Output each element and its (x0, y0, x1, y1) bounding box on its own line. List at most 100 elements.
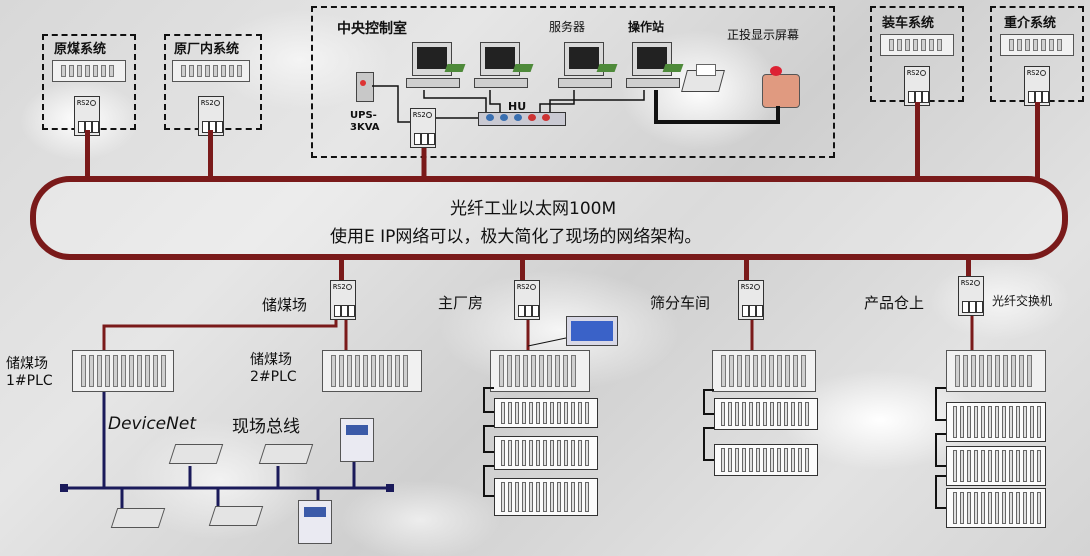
io-rack (714, 444, 818, 476)
hub-port-4 (528, 114, 536, 121)
io-slot (777, 448, 781, 472)
switch-port (414, 133, 421, 145)
rack-slot (161, 355, 166, 387)
control-room-title: 中央控制室 (337, 21, 407, 37)
io-slot (1002, 406, 1006, 438)
rack-slot (81, 355, 86, 387)
switch-label: RS2 (1027, 69, 1040, 77)
rack-slot (371, 355, 376, 387)
io-slot (960, 450, 964, 482)
io-slot (721, 402, 725, 426)
io-slot (960, 406, 964, 438)
io-slot (1037, 406, 1041, 438)
rack-slot (515, 355, 520, 387)
switch-storage: RS2 (330, 280, 356, 320)
switch-port (334, 305, 341, 317)
io-slot (770, 402, 774, 426)
rack-slot (1049, 39, 1054, 51)
io-slot (805, 402, 809, 426)
io-slot (967, 406, 971, 438)
rack-slot (801, 355, 806, 387)
io-slot (749, 448, 753, 472)
io-slot (988, 450, 992, 482)
operator-station-label: 操作站 (628, 20, 665, 34)
rack-slot (205, 65, 210, 77)
io-slot (974, 450, 978, 482)
plc-rack-product-silo (946, 350, 1046, 392)
switch-port (421, 133, 428, 145)
system-label-loading: 装车系统 (882, 16, 935, 31)
io-slot (536, 440, 540, 466)
site-label-screening: 筛分车间 (650, 294, 711, 312)
link-dense-medium (1035, 102, 1040, 180)
devicenet-label: DeviceNet (108, 414, 196, 434)
rack-slot (531, 355, 536, 387)
rack-slot (129, 355, 134, 387)
io-rack (494, 478, 598, 516)
link-storage (339, 258, 344, 282)
rack-slot (547, 355, 552, 387)
io-slot (791, 448, 795, 472)
plc-rack (172, 60, 250, 82)
io-slot (735, 402, 739, 426)
io-slot (501, 402, 505, 424)
io-slot (550, 440, 554, 466)
rack-slot (979, 355, 984, 387)
switch-factory: RS2 (198, 96, 224, 136)
switch-port (532, 305, 539, 317)
rack-slot (793, 355, 798, 387)
io-rack (946, 488, 1046, 528)
pc-1 (406, 42, 462, 90)
switch-port (962, 301, 969, 313)
system-label-raw-coal: 原煤系统 (54, 42, 107, 57)
io-slot (1002, 492, 1006, 524)
switch-port (92, 121, 99, 133)
backbone-title: 光纤工业以太网100M (450, 199, 617, 219)
pc-2 (474, 42, 530, 90)
rack-slot (507, 355, 512, 387)
switch-label: RS2 (907, 69, 920, 77)
switch-port (756, 305, 763, 317)
io-slot (1016, 406, 1020, 438)
rack-slot (89, 355, 94, 387)
io-slot (529, 482, 533, 512)
rack-slot (971, 355, 976, 387)
rack-slot (339, 355, 344, 387)
io-slot (728, 402, 732, 426)
inverter-panel (346, 425, 368, 435)
switch-lamp (214, 100, 220, 106)
io-slot (784, 402, 788, 426)
rack-slot (237, 65, 242, 77)
rack-slot (769, 355, 774, 387)
io-slot (988, 406, 992, 438)
switch-port (1042, 91, 1049, 103)
control-room-switch: RS2 (410, 108, 436, 148)
io-slot (974, 492, 978, 524)
plc-rack-main-plant (490, 350, 590, 392)
io-slot (571, 402, 575, 424)
io-slot (578, 402, 582, 424)
io-slot (522, 482, 526, 512)
plc-rack (52, 60, 126, 82)
plc-rack-screening (712, 350, 816, 392)
io-slot (564, 482, 568, 512)
inverter-icon (298, 500, 332, 544)
io-slot (763, 448, 767, 472)
switch-port (518, 305, 525, 317)
rack-slot (987, 355, 992, 387)
io-slot (1023, 406, 1027, 438)
rack-slot (387, 355, 392, 387)
rack-slot (937, 39, 942, 51)
rack-slot (1027, 355, 1032, 387)
site-label-main-plant: 主厂房 (438, 294, 484, 312)
system-label-factory: 原厂内系统 (174, 42, 240, 57)
rack-slot (729, 355, 734, 387)
inverter-icon (340, 418, 374, 462)
rack-slot (563, 355, 568, 387)
io-slot (515, 482, 519, 512)
io-slot (981, 492, 985, 524)
rack-slot (913, 39, 918, 51)
projector-icon (762, 74, 800, 108)
